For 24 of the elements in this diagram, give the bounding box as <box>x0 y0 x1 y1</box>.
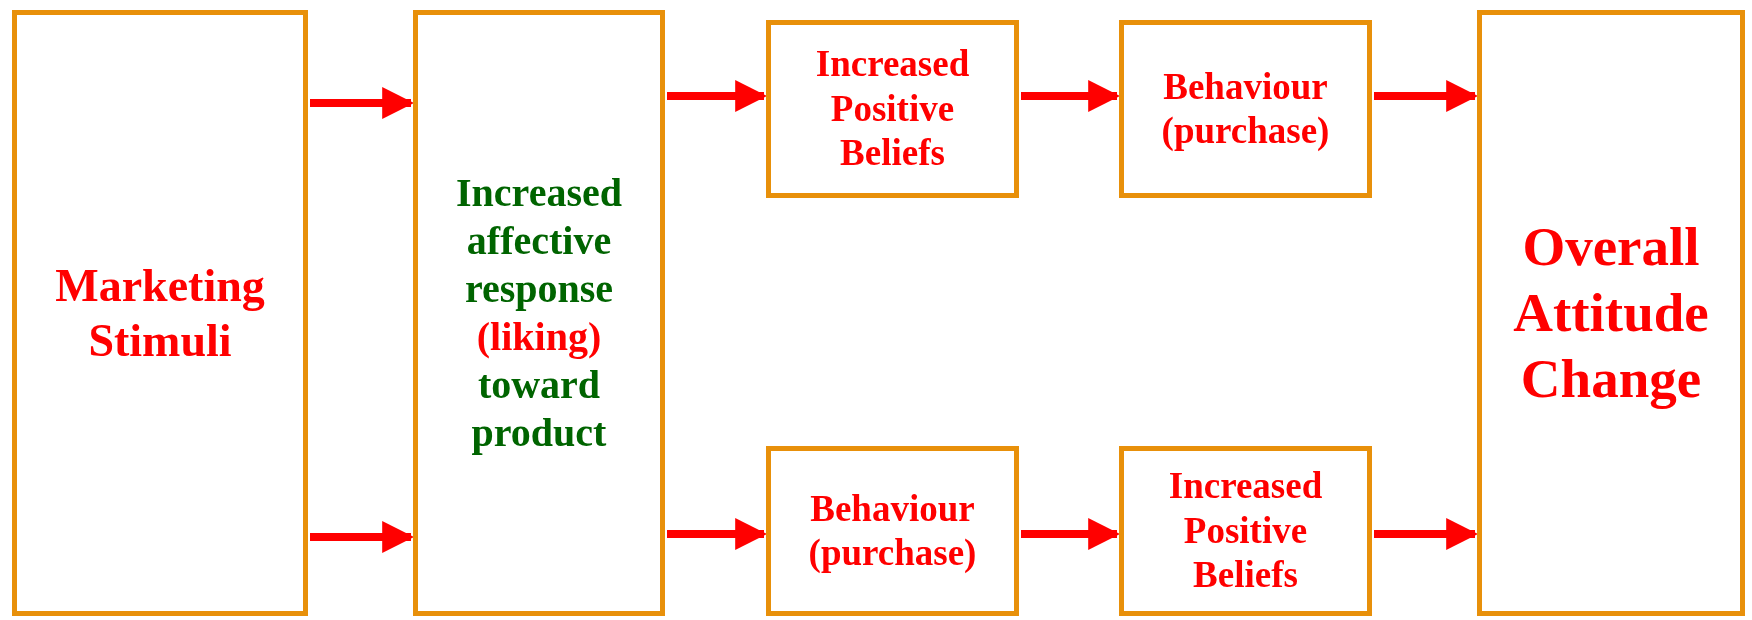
box-label: Marketing Stimuli <box>54 258 266 368</box>
box-label: toward product <box>470 361 608 457</box>
arrow <box>667 518 768 550</box>
arrow <box>1374 80 1479 112</box>
process-box <box>766 446 1019 616</box>
box-label: (liking) <box>476 313 602 361</box>
box-label: Overall Attitude Change <box>1512 215 1710 411</box>
process-box <box>766 20 1019 198</box>
process-box <box>413 10 665 616</box>
process-box <box>1119 20 1372 198</box>
box-label: Increased affective response <box>455 169 623 313</box>
process-box <box>1477 10 1745 616</box>
arrow <box>310 521 415 553</box>
arrow <box>667 80 768 112</box>
box-label: Behaviour (purchase) <box>807 486 978 575</box>
arrow <box>310 87 415 119</box>
process-box <box>12 10 308 616</box>
process-box <box>1119 446 1372 616</box>
arrow <box>1374 518 1479 550</box>
box-label: Increased Positive Beliefs <box>1167 464 1324 598</box>
arrow <box>1021 80 1121 112</box>
box-label: Behaviour (purchase) <box>1160 64 1331 153</box>
arrow <box>1021 518 1121 550</box>
box-label: Increased Positive Beliefs <box>814 42 971 176</box>
